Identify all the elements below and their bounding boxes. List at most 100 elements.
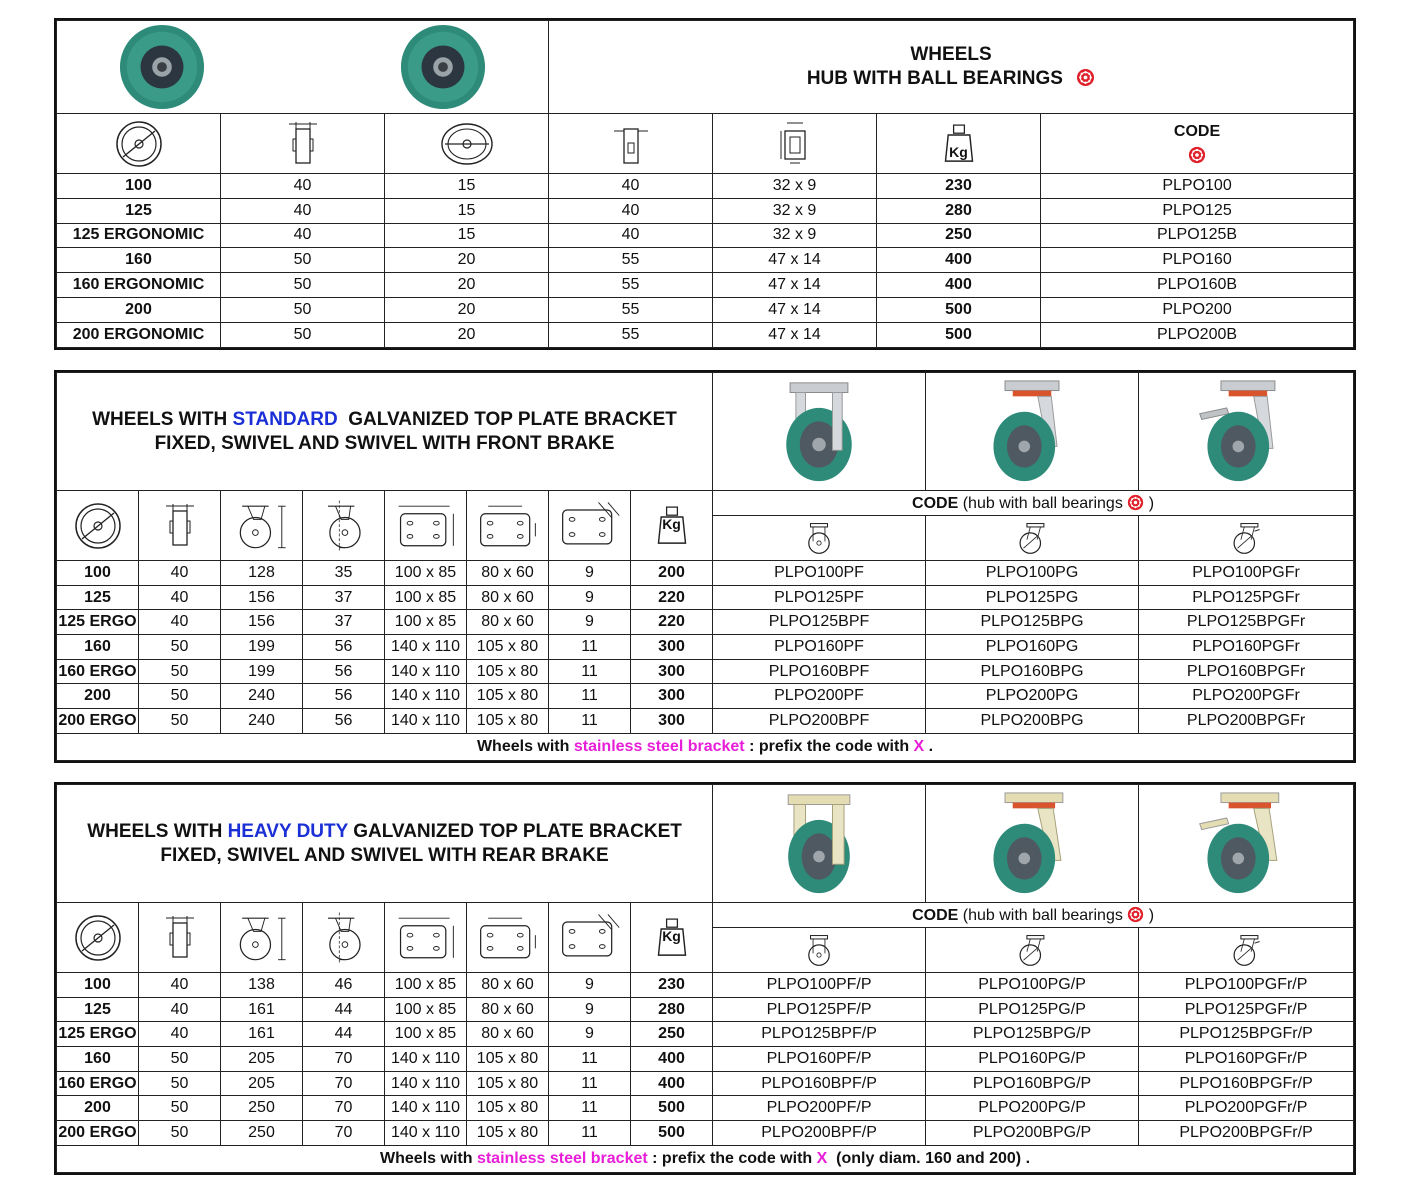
overall-height-icon [220, 902, 303, 973]
code-header: CODE [1039, 113, 1355, 174]
table-cell: 11 [548, 1070, 631, 1097]
table-cell: 15 [384, 222, 549, 249]
table-cell: 80 x 60 [466, 560, 549, 586]
table-cell: PLPO125BPG [925, 609, 1140, 636]
table-cell: PLPO200BPG [925, 708, 1140, 734]
table-cell: 40 [138, 972, 221, 998]
title-line-2: HUB WITH BALL BEARINGS [550, 67, 1353, 91]
table-cell: 100 x 85 [384, 584, 467, 611]
table-cell: 50 [138, 1046, 221, 1072]
table-cell: 140 x 110 [384, 1046, 467, 1072]
table-cell: 105 x 80 [466, 634, 549, 660]
table-cell: PLPO125 [1039, 197, 1355, 224]
table-cell: 47 x 14 [712, 247, 877, 274]
table-cell: 200 [56, 296, 221, 323]
ball-bearing-icon [1127, 906, 1144, 923]
table-cell: 250 [629, 1021, 714, 1048]
stainless-note: Wheels with stainless steel bracket : pr… [55, 1144, 1355, 1173]
table-cell: 40 [138, 996, 221, 1023]
title-line-2: FIXED, SWIVEL AND SWIVEL WITH FRONT BRAK… [154, 432, 615, 454]
table-cell: 280 [876, 197, 1041, 224]
table-cell: 47 x 14 [712, 296, 877, 323]
wheel-diameter-icon [56, 113, 221, 174]
table-cell: PLPO160PGFr [1138, 634, 1355, 660]
code-header: CODE (hub with ball bearings ) [712, 490, 1355, 516]
table-cell: 32 x 9 [712, 197, 877, 224]
table-cell: 44 [302, 1021, 385, 1048]
table-cell: 140 x 110 [384, 683, 467, 710]
icon-header-row: Kg CODE [56, 113, 1355, 174]
wheel-width-icon [138, 490, 221, 561]
table-cell: 160 ERGO [56, 1070, 139, 1097]
table-cell: 500 [876, 321, 1041, 348]
fixed-caster-photo [712, 784, 927, 903]
table-cell: PLPO125BPG/P [925, 1021, 1140, 1048]
table-cell: PLPO200PGFr/P [1138, 1095, 1355, 1122]
code-header: CODE (hub with ball bearings ) [712, 902, 1355, 928]
table-cell: PLPO100PGFr [1138, 560, 1355, 586]
offset-icon [302, 490, 385, 561]
table-cell: PLPO160BPG [925, 658, 1140, 685]
table-cell: 40 [220, 173, 385, 199]
table-cell: PLPO200BPGFr [1138, 708, 1355, 734]
table-cell: 47 x 14 [712, 321, 877, 348]
table-cell: 50 [138, 1095, 221, 1122]
hole-spacing-icon [466, 902, 549, 973]
table-cell: 300 [629, 683, 714, 710]
brake-caster-photo [1138, 784, 1355, 903]
ball-bearing-icon [1188, 146, 1206, 164]
table-cell: PLPO100 [1039, 173, 1355, 199]
swivel-caster-photo [925, 372, 1140, 491]
table-cell: PLPO200BPF/P [712, 1120, 927, 1146]
table-cell: PLPO100PG/P [925, 972, 1140, 998]
table-cell: 250 [220, 1120, 303, 1146]
table-cell: 138 [220, 972, 303, 998]
table-cell: 20 [384, 296, 549, 323]
table-cell: 100 x 85 [384, 972, 467, 998]
table-cell: 50 [138, 708, 221, 734]
table-cell: 100 [56, 972, 139, 998]
table-cell: 400 [876, 247, 1041, 274]
plate-size-icon [384, 902, 467, 973]
table-cell: PLPO125BPGFr [1138, 609, 1355, 636]
table-cell: 50 [220, 296, 385, 323]
table-cell: 200 ERGO [56, 1120, 139, 1146]
wheel-width-icon [220, 113, 385, 174]
table-cell: 56 [302, 634, 385, 660]
table-cell: 300 [629, 658, 714, 685]
table-cell: PLPO100PGFr/P [1138, 972, 1355, 998]
overall-height-icon [220, 490, 303, 561]
table-cell: 40 [138, 609, 221, 636]
wheel-diameter-icon [56, 902, 139, 973]
table-cell: 220 [629, 609, 714, 636]
table-cell: 9 [548, 1021, 631, 1048]
code-label: CODE [1173, 122, 1221, 140]
table-cell: 20 [384, 272, 549, 298]
table-cell: PLPO200PG [925, 683, 1140, 710]
table-cell: PLPO125PG/P [925, 996, 1140, 1023]
table-cell: 11 [548, 658, 631, 685]
table-cell: 100 x 85 [384, 560, 467, 586]
table-cell: 105 x 80 [466, 1120, 549, 1146]
title-line-1: WHEELS WITH HEAVY DUTY GALVANIZED TOP PL… [87, 820, 682, 842]
standard-bracket-table: WHEELS WITH STANDARD GALVANIZED TOP PLAT… [53, 370, 1357, 763]
table-cell: 200 ERGO [56, 708, 139, 734]
ball-bearing-icon [1127, 494, 1144, 511]
table-cell: 400 [629, 1046, 714, 1072]
table-cell: 160 [56, 247, 221, 274]
table-cell: PLPO100PF [712, 560, 927, 586]
table-cell: 11 [548, 708, 631, 734]
table-cell: 105 x 80 [466, 683, 549, 710]
table-cell: 105 x 80 [466, 1095, 549, 1122]
table-cell: 15 [384, 173, 549, 199]
table-cell: 50 [138, 1120, 221, 1146]
table-cell: 47 x 14 [712, 272, 877, 298]
table-cell: 80 x 60 [466, 1021, 549, 1048]
wheel-diameter-icon [56, 490, 139, 561]
table-cell: PLPO125PGFr/P [1138, 996, 1355, 1023]
table-cell: PLPO125BPF/P [712, 1021, 927, 1048]
